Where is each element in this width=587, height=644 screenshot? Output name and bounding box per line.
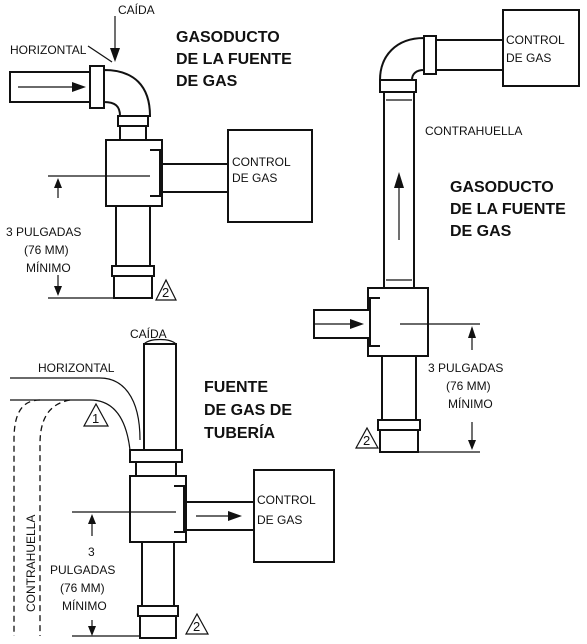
inlet-arrow-head <box>350 319 364 329</box>
caida-label: CAÍDA <box>118 2 155 17</box>
title-line1: GASODUCTO <box>176 29 280 46</box>
min-label-line1: 3 PULGADAS <box>428 361 503 375</box>
sediment-trap-pipe <box>115 205 151 267</box>
title-line3: DE GAS <box>450 223 512 240</box>
figure-3: CAÍDA HORIZONTAL CONTRAHUELLA 1 CONTROL … <box>10 326 335 639</box>
trap-coupling <box>137 605 179 617</box>
marker-2: 2 <box>363 433 370 448</box>
elbow <box>103 68 152 117</box>
dimension-arrow-down-head <box>468 440 476 450</box>
min-label-line3: MÍNIMO <box>448 396 493 411</box>
min-label-line1: 3 PULGADAS <box>6 225 81 239</box>
sediment-trap-pipe <box>381 355 417 421</box>
trap-cap <box>139 615 177 639</box>
marker-2: 2 <box>193 619 200 634</box>
tee-side-inlet <box>369 297 380 347</box>
trap-coupling <box>111 265 155 277</box>
marker-2-triangle <box>184 612 210 635</box>
riser-dashed-inner <box>39 399 71 636</box>
dimension-arrow-down-head <box>54 286 62 296</box>
horizontal-pipe-top <box>10 377 141 441</box>
elbow-collar <box>423 35 437 75</box>
horizontal-label: HORIZONTAL <box>38 361 115 375</box>
title-line1: FUENTE <box>204 379 268 396</box>
drop-pipe <box>143 343 177 451</box>
contrahuella-label: CONTRAHUELLA <box>24 515 38 612</box>
horizontal-label: HORIZONTAL <box>10 43 87 57</box>
elbow <box>378 36 425 81</box>
flow-arrow-head <box>72 82 86 92</box>
contrahuella-label: CONTRAHUELLA <box>425 124 522 138</box>
horizontal-leader <box>87 45 113 63</box>
drop-arrow-head <box>110 48 120 62</box>
caida-label: CAÍDA <box>130 326 167 341</box>
dimension-arrow-up-head <box>468 326 476 338</box>
marker-1-triangle <box>82 402 110 427</box>
pipe-to-control <box>435 39 504 71</box>
marker-1: 1 <box>92 411 99 426</box>
title-line1: GASODUCTO <box>450 179 554 196</box>
riser-dashed-outer <box>13 399 41 636</box>
marker-triangle <box>155 278 177 301</box>
control-label-line1: CONTROL <box>506 33 565 47</box>
min-label-line2: (76 MM) <box>446 379 491 393</box>
riser-pipe <box>383 91 415 289</box>
dimension-arrow-up-head <box>88 514 96 524</box>
tee-side-outlet <box>174 485 185 533</box>
min-label-line4: MÍNIMO <box>62 598 107 613</box>
figure-1: CAÍDA HORIZONTAL CONTROL DE GAS 3 PULGAD… <box>6 2 313 301</box>
min-label-line2: (76 MM) <box>24 243 69 257</box>
trap-cap <box>379 429 419 453</box>
marker-2: 2 <box>162 285 169 300</box>
min-label-line3: MÍNIMO <box>26 260 71 275</box>
control-label-line1: CONTROL <box>257 493 316 507</box>
min-label-line2: PULGADAS <box>50 563 115 577</box>
dimension-arrow-up-head <box>54 178 62 188</box>
union-body <box>135 461 177 477</box>
gas-control-box <box>502 9 580 87</box>
figure-2: CONTROL DE GAS CONTRAHUELLA 3 PULGADAS (… <box>313 9 580 453</box>
up-arrow-head <box>394 172 404 188</box>
title-line2: DE LA FUENTE <box>176 51 292 68</box>
outlet-arrow-head <box>228 511 242 521</box>
tee-side-outlet <box>150 149 161 197</box>
dimension-arrow-down-head <box>88 626 96 636</box>
coupling <box>117 115 149 127</box>
control-label-line2: DE GAS <box>257 513 302 527</box>
elbow-collar <box>89 65 105 109</box>
control-label-line2: DE GAS <box>232 171 277 185</box>
title-line3: TUBERÍA <box>204 423 276 442</box>
nipple <box>119 125 147 141</box>
union-top <box>129 449 183 463</box>
min-label-line1: 3 <box>88 545 95 559</box>
trap-cap <box>113 275 153 299</box>
title-line2: DE GAS DE <box>204 402 292 419</box>
control-label-line2: DE GAS <box>506 51 551 65</box>
trap-coupling <box>377 419 421 431</box>
title-line2: DE LA FUENTE <box>450 201 566 218</box>
gas-control-box <box>253 469 335 563</box>
drop-pipe-top <box>143 338 177 345</box>
marker-triangle <box>354 426 380 449</box>
horizontal-pipe-bottom <box>10 399 131 451</box>
elbow-coupling <box>379 79 417 93</box>
pipe-to-control <box>161 163 229 193</box>
control-label-line1: CONTROL <box>232 155 291 169</box>
sediment-trap-pipe <box>141 541 175 607</box>
min-label-line3: (76 MM) <box>60 581 105 595</box>
title-line3: DE GAS <box>176 73 238 90</box>
gas-control-box <box>227 129 313 223</box>
